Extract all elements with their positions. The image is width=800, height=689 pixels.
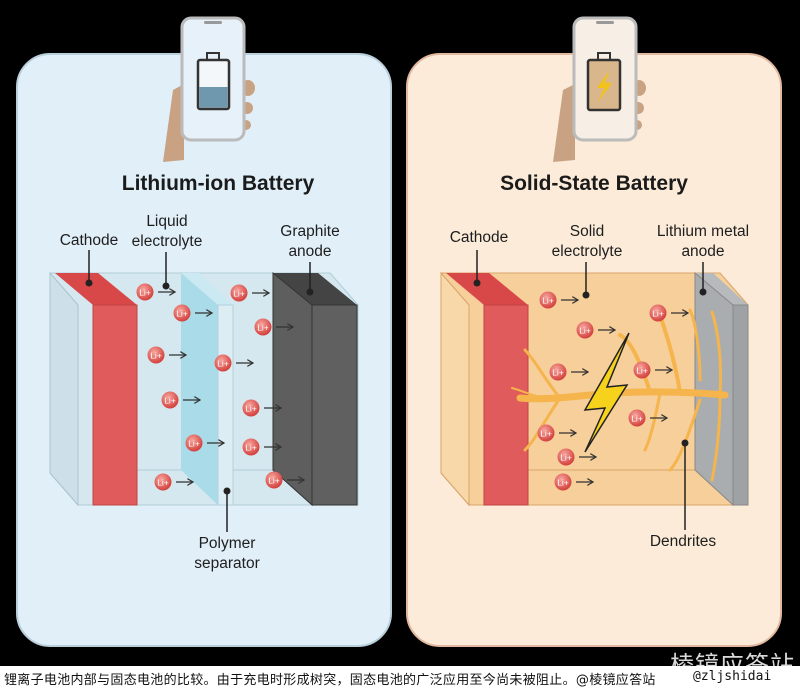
right-phone-illustration <box>553 16 646 162</box>
left-phone-illustration <box>163 16 255 162</box>
lithium-ion-label: Li+ <box>257 323 269 333</box>
lithium-ion-label: Li+ <box>652 309 664 319</box>
solid-electrolyte-label-line2: electrolyte <box>551 243 623 260</box>
caption-bar: 锂离子电池内部与固态电池的比较。由于充电时形成树突，固态电池的广泛应用至今尚未被… <box>0 666 800 689</box>
lithium-ion <box>154 473 172 491</box>
solid-state-cell <box>440 250 749 530</box>
cathode-label: Cathode <box>59 232 119 249</box>
lithium-ion <box>254 318 272 336</box>
lithium-ion <box>576 321 594 339</box>
polymer-separator-label-line1: Polymer <box>198 535 256 552</box>
lithium-ion <box>242 399 260 417</box>
liquid-electrolyte-label-line2: electrolyte <box>131 233 203 250</box>
lithium-ion <box>539 291 557 309</box>
lithium-ion <box>649 304 667 322</box>
lithium-ion-label: Li+ <box>557 478 569 488</box>
lithium-ion-cell <box>49 250 359 532</box>
lithium-ion-label: Li+ <box>552 368 564 378</box>
lithium-ion <box>147 346 165 364</box>
lithium-ion <box>554 473 572 491</box>
solid-state-title: Solid-State Battery <box>500 172 688 195</box>
lithium-ion-title: Lithium-ion Battery <box>121 172 315 195</box>
lithium-ion <box>628 409 646 427</box>
lithium-ion <box>185 434 203 452</box>
lithium-metal-anode <box>694 271 749 507</box>
lithium-ion-label: Li+ <box>631 414 643 424</box>
lightning-bolt-icon <box>583 332 630 453</box>
polymer-separator <box>181 273 234 506</box>
lithium-ion-label: Li+ <box>268 476 280 486</box>
solid-electrolyte-label-line1: Solid <box>569 223 605 240</box>
graphite-anode-label-line1: Graphite <box>280 223 340 240</box>
graphite-anode-label-line2: anode <box>288 243 332 260</box>
polymer-separator-label-line2: separator <box>194 555 260 572</box>
left-hand <box>163 84 184 162</box>
cathode-label-solid: Cathode <box>449 229 509 246</box>
battery-half-icon <box>196 52 231 111</box>
cathode-plate-solid <box>446 273 529 506</box>
lithium-ion-label: Li+ <box>245 443 257 453</box>
graphite-anode <box>272 271 358 507</box>
caption-text: 锂离子电池内部与固态电池的比较。由于充电时形成树突，固态电池的广泛应用至今尚未被… <box>4 673 656 688</box>
lithium-metal-anode-label-line2: anode <box>681 243 725 260</box>
lithium-ion-label: Li+ <box>233 289 245 299</box>
lithium-ion <box>265 471 283 489</box>
lithium-ion-label: Li+ <box>540 429 552 439</box>
liquid-electrolyte-label-line1: Liquid <box>146 213 188 230</box>
lithium-ion <box>214 354 232 372</box>
lithium-ion-label: Li+ <box>217 359 229 369</box>
lithium-ion-label: Li+ <box>542 296 554 306</box>
lithium-metal-anode-label-line1: Lithium metal <box>656 223 750 240</box>
lithium-ion <box>537 424 555 442</box>
lithium-ion <box>633 361 651 379</box>
lithium-ion <box>173 304 191 322</box>
lithium-ion-label: Li+ <box>176 309 188 319</box>
lithium-ion <box>136 283 154 301</box>
lithium-ion <box>161 391 179 409</box>
battery-lightning-icon <box>586 52 622 112</box>
cathode-plate <box>55 273 138 506</box>
lithium-ion-label: Li+ <box>245 404 257 414</box>
lithium-ion <box>230 284 248 302</box>
lithium-ion-label: Li+ <box>157 478 169 488</box>
lithium-ion-label: Li+ <box>636 366 648 376</box>
left-ions: Li+ Li+ Li+ Li+ Li+ Li+ Li+ Li+ Li+ Li+ Li+ Li+ <box>136 283 305 491</box>
lithium-ion <box>549 363 567 381</box>
author-handle: @zljshidai <box>693 669 772 684</box>
lithium-ion-label: Li+ <box>150 351 162 361</box>
right-ions: Li+ Li+ Li+ Li+ Li+ Li+ Li+ Li+ Li+ <box>537 291 689 491</box>
lithium-ion-label: Li+ <box>139 288 151 298</box>
lithium-ion <box>242 438 260 456</box>
dendrites-label: Dendrites <box>649 533 717 550</box>
right-hand <box>553 84 575 162</box>
lithium-ion-label: Li+ <box>579 326 591 336</box>
lithium-ion <box>557 448 575 466</box>
lithium-ion-label: Li+ <box>560 453 572 463</box>
lithium-ion-label: Li+ <box>164 396 176 406</box>
lithium-ion-label: Li+ <box>188 439 200 449</box>
